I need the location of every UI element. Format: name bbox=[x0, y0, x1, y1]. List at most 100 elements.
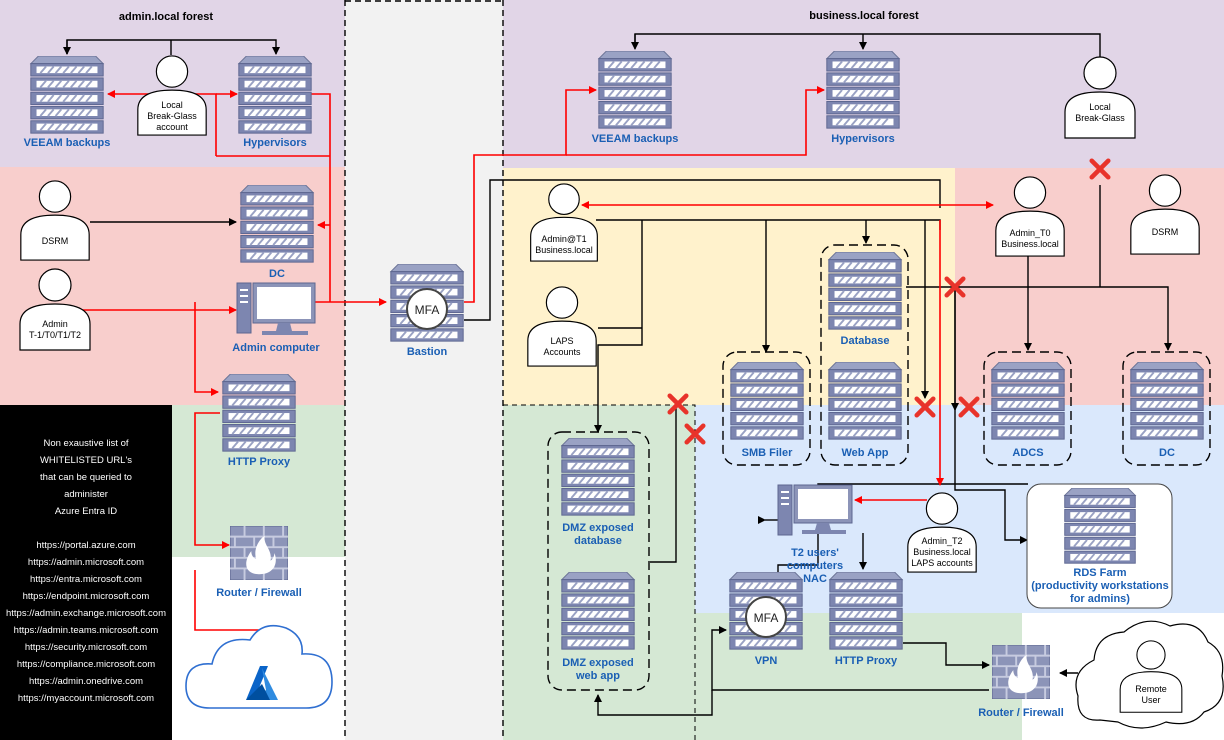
business-router-label: Router / Firewall bbox=[978, 707, 1064, 719]
admin-t2-line3: LAPS accounts bbox=[911, 558, 973, 568]
dmz-webapp-server: DMZ exposed web app bbox=[560, 572, 636, 682]
admin-user-line1: Admin bbox=[42, 319, 68, 329]
admin-breakglass-line1: Local bbox=[161, 100, 183, 110]
dmz-group bbox=[547, 431, 650, 691]
business-dc-group bbox=[1122, 351, 1211, 466]
whitelist-url: https://security.microsoft.com bbox=[24, 642, 148, 653]
admin-user: Admin T-1/T0/T1/T2 bbox=[19, 268, 91, 351]
business-breakglass-user: Local Break-Glass bbox=[1064, 56, 1136, 139]
admin-t0-line1: Admin_T0 bbox=[1009, 228, 1050, 238]
whitelist-url: https://endpoint.microsoft.com bbox=[22, 591, 150, 602]
whitelist-url: https://myaccount.microsoft.com bbox=[17, 693, 155, 704]
adcs-group bbox=[983, 351, 1072, 466]
server-icon bbox=[239, 185, 315, 264]
admin-veeam-server: VEEAM backups bbox=[24, 56, 111, 149]
remote-user-cloud: Remote User bbox=[1075, 620, 1224, 729]
rds-farm-line3: for admins) bbox=[1070, 593, 1130, 605]
business-veeam-label: VEEAM backups bbox=[592, 133, 679, 145]
t2-computers-line3: NAC bbox=[803, 573, 827, 585]
adcs-label: ADCS bbox=[1012, 447, 1043, 459]
admin-router-label: Router / Firewall bbox=[216, 587, 302, 599]
business-hypervisors-label: Hypervisors bbox=[831, 133, 895, 145]
rds-farm-server: RDS Farm (productivity workstations for … bbox=[1026, 483, 1173, 609]
whitelist-intro-line: Azure Entra ID bbox=[54, 506, 118, 517]
business-dsrm-user: DSRM bbox=[1130, 174, 1200, 255]
whitelist-intro-line: WHITELISTED URL's bbox=[39, 455, 133, 466]
computer-icon bbox=[236, 282, 316, 335]
admin-veeam-label: VEEAM backups bbox=[24, 137, 111, 149]
business-dsrm-label: DSRM bbox=[1152, 227, 1179, 237]
admin-breakglass-line2: Break-Glass bbox=[147, 111, 197, 121]
database-server: Database bbox=[820, 244, 909, 466]
server-icon bbox=[1063, 488, 1137, 565]
admin-user-line2: T-1/T0/T1/T2 bbox=[29, 330, 81, 340]
business-router-firewall: Router / Firewall bbox=[978, 645, 1064, 719]
black-links bbox=[63, 33, 1172, 716]
web-app-server: Web App bbox=[827, 362, 903, 459]
database-label: Database bbox=[841, 335, 890, 347]
azure-cloud bbox=[185, 624, 333, 709]
admin-dsrm-label: DSRM bbox=[42, 236, 69, 246]
business-breakglass-line2: Break-Glass bbox=[1075, 113, 1125, 123]
server-icon bbox=[827, 252, 903, 331]
laps-line1: LAPS bbox=[550, 336, 573, 346]
computer-icon bbox=[777, 484, 853, 536]
bastion-label: Bastion bbox=[407, 346, 448, 358]
business-veeam-server: VEEAM backups bbox=[592, 51, 679, 145]
business-hypervisors-server: Hypervisors bbox=[825, 51, 901, 145]
web-app-label: Web App bbox=[841, 447, 888, 459]
mfa-badge-icon bbox=[745, 596, 787, 638]
t2-computers-line2: computers bbox=[787, 560, 843, 572]
dmz-database-server: DMZ exposed database bbox=[547, 431, 650, 691]
bastion-server: MFA Bastion bbox=[389, 264, 465, 358]
mfa-badge-icon bbox=[406, 288, 448, 330]
whitelist-url: https://admin.exchange.microsoft.com bbox=[6, 608, 166, 619]
admin-t1-line1: Admin@T1 bbox=[541, 234, 586, 244]
smb-filer-group bbox=[722, 351, 811, 466]
whitelist-url: https://admin.microsoft.com bbox=[27, 557, 145, 568]
smb-filer-label: SMB Filer bbox=[742, 447, 793, 459]
business-dc-label: DC bbox=[1159, 447, 1175, 459]
whitelist-url: https://entra.microsoft.com bbox=[30, 574, 142, 585]
t2-computers-line1: T2 users' bbox=[791, 547, 839, 559]
server-icon bbox=[237, 56, 313, 135]
whitelist-intro-line: Non exaustive list of bbox=[43, 438, 129, 449]
admin-dc-label: DC bbox=[269, 268, 285, 280]
admin-t0-user: Admin_T0 Business.local bbox=[995, 176, 1065, 257]
server-icon bbox=[825, 51, 901, 130]
admin-http-proxy: HTTP Proxy bbox=[221, 374, 297, 468]
admin-breakglass-user: Local Break-Glass account bbox=[137, 55, 207, 136]
smb-filer-server: SMB Filer bbox=[722, 351, 811, 466]
server-icon bbox=[990, 362, 1066, 441]
server-icon bbox=[597, 51, 673, 130]
server-icon bbox=[560, 438, 636, 517]
admin-t2-line2: Business.local bbox=[913, 547, 971, 557]
admin-forest-title: admin.local forest bbox=[119, 11, 213, 23]
admin-t0-line2: Business.local bbox=[1001, 239, 1059, 249]
admin-t2-user: Admin_T2 Business.local LAPS accounts bbox=[907, 492, 977, 573]
whitelist-url: https://portal.azure.com bbox=[36, 540, 136, 551]
business-http-proxy: HTTP Proxy bbox=[828, 572, 904, 667]
remote-user-line2: User bbox=[1141, 695, 1160, 705]
business-breakglass-line1: Local bbox=[1089, 102, 1111, 112]
server-icon bbox=[828, 572, 904, 651]
server-icon bbox=[1129, 362, 1205, 441]
whitelist-url: https://admin.teams.microsoft.com bbox=[13, 625, 159, 636]
admin-dc-server: DC bbox=[239, 185, 315, 280]
dmz-database-line2: database bbox=[574, 535, 622, 547]
dmz-database-line1: DMZ exposed bbox=[562, 522, 634, 534]
admin-t2-line1: Admin_T2 bbox=[921, 536, 962, 546]
vpn-label: VPN bbox=[755, 655, 778, 667]
whitelist-url: https://compliance.microsoft.com bbox=[16, 659, 156, 670]
laps-line2: Accounts bbox=[543, 347, 581, 357]
rds-farm-line2: (productivity workstations bbox=[1031, 580, 1169, 592]
bastion-mfa-label: MFA bbox=[415, 303, 440, 317]
azure-icon bbox=[246, 666, 278, 700]
vpn-server: MFA VPN bbox=[728, 572, 804, 667]
vpn-mfa-label: MFA bbox=[754, 611, 779, 625]
server-icon bbox=[29, 56, 105, 135]
admin-t1-user: Admin@T1 Business.local bbox=[530, 183, 598, 262]
firewall-icon bbox=[992, 645, 1050, 699]
bastion-boundary bbox=[344, 0, 504, 740]
